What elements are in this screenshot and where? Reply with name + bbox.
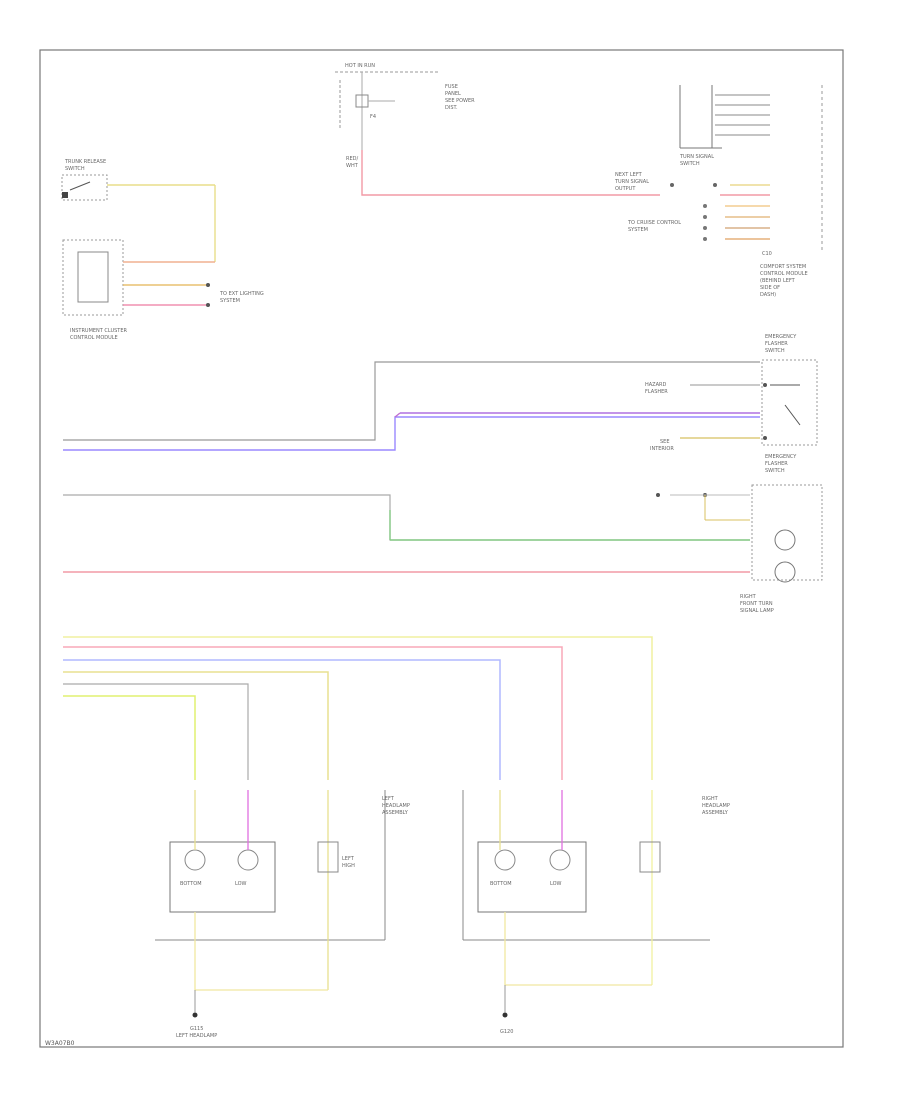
svg-text:INSTRUMENT CLUSTER: INSTRUMENT CLUSTER — [70, 328, 128, 334]
svg-text:INTERIOR: INTERIOR — [650, 446, 674, 452]
svg-text:FUSE: FUSE — [445, 84, 458, 90]
wire-red-fuse — [361, 150, 660, 196]
svg-text:SWITCH: SWITCH — [765, 468, 785, 474]
front-right-turn-lamp: RIGHT FRONT TURN SIGNAL LAMP — [63, 484, 823, 614]
svg-text:BOTTOM: BOTTOM — [180, 881, 202, 887]
turn-signal-switch: TURN SIGNAL SWITCH NEXT LEFT TURN SIGNAL… — [614, 85, 823, 298]
svg-text:LEFT: LEFT — [342, 856, 355, 862]
svg-text:OUTPUT: OUTPUT — [615, 186, 636, 192]
svg-text:ASSEMBLY: ASSEMBLY — [702, 810, 729, 816]
svg-text:SIDE OF: SIDE OF — [760, 285, 780, 291]
svg-text:DASH): DASH) — [760, 292, 776, 298]
svg-text:SYSTEM: SYSTEM — [628, 227, 648, 233]
svg-text:RIGHT: RIGHT — [702, 796, 719, 802]
svg-text:RIGHT: RIGHT — [740, 594, 757, 600]
right-headlamp-assembly: RIGHT HEADLAMP ASSEMBLY BOTTOM LOW G120 — [462, 790, 730, 1035]
svg-text:FLASHER: FLASHER — [765, 341, 788, 347]
svg-text:LEFT: LEFT — [382, 796, 395, 802]
instrument-cluster: TO EXT LIGHTING SYSTEM INSTRUMENT CLUSTE… — [62, 239, 264, 341]
svg-text:TO CRUISE CONTROL: TO CRUISE CONTROL — [627, 220, 681, 226]
svg-text:TURN SIGNAL: TURN SIGNAL — [614, 179, 649, 185]
svg-text:G115: G115 — [190, 1026, 203, 1032]
svg-text:SIGNAL LAMP: SIGNAL LAMP — [740, 608, 774, 614]
hazard-switch: HAZARD FLASHER SEE INTERIOR EMERGENCY FL… — [63, 334, 818, 474]
svg-text:LEFT HEADLAMP: LEFT HEADLAMP — [176, 1033, 217, 1039]
svg-text:HEADLAMP: HEADLAMP — [702, 803, 730, 809]
diagram-frame — [39, 49, 844, 1048]
svg-text:CONTROL MODULE: CONTROL MODULE — [70, 335, 118, 341]
svg-text:(BEHIND LEFT: (BEHIND LEFT — [760, 278, 796, 284]
svg-text:FLASHER: FLASHER — [645, 389, 668, 395]
svg-text:SWITCH: SWITCH — [65, 166, 85, 172]
left-headlamp-assembly: LEFT HEADLAMP ASSEMBLY BOTTOM LOW LEFT H… — [155, 790, 410, 1039]
svg-text:F4: F4 — [370, 114, 376, 120]
svg-text:PANEL: PANEL — [445, 91, 461, 97]
svg-text:C10: C10 — [762, 251, 772, 257]
svg-text:LOW: LOW — [550, 881, 562, 887]
svg-text:TO EXT LIGHTING: TO EXT LIGHTING — [219, 291, 264, 297]
svg-text:COMFORT SYSTEM: COMFORT SYSTEM — [760, 264, 806, 270]
svg-text:HAZARD: HAZARD — [645, 382, 667, 388]
svg-text:SYSTEM: SYSTEM — [220, 298, 240, 304]
svg-text:LOW: LOW — [235, 881, 247, 887]
svg-text:HOT IN RUN: HOT IN RUN — [345, 63, 375, 69]
svg-text:TRUNK RELEASE: TRUNK RELEASE — [64, 159, 106, 165]
svg-text:FLASHER: FLASHER — [765, 461, 788, 467]
fuse-panel: HOT IN RUN FUSE PANEL SEE POWER DIST. F4… — [335, 63, 475, 190]
svg-text:HEADLAMP: HEADLAMP — [382, 803, 410, 809]
svg-text:NEXT LEFT: NEXT LEFT — [615, 172, 643, 178]
svg-text:ASSEMBLY: ASSEMBLY — [382, 810, 409, 816]
svg-text:EMERGENCY: EMERGENCY — [765, 334, 797, 340]
svg-text:RED/: RED/ — [346, 156, 358, 162]
svg-text:SEE: SEE — [660, 439, 670, 445]
svg-text:SWITCH: SWITCH — [765, 348, 785, 354]
svg-text:EMERGENCY: EMERGENCY — [765, 454, 797, 460]
svg-text:SWITCH: SWITCH — [680, 161, 700, 167]
svg-text:WHT: WHT — [346, 163, 359, 169]
footer-code: W3A07B0 — [45, 1040, 75, 1047]
svg-text:TURN SIGNAL: TURN SIGNAL — [679, 154, 714, 160]
svg-text:SEE POWER: SEE POWER — [445, 98, 475, 104]
svg-text:G120: G120 — [500, 1029, 513, 1035]
svg-text:CONTROL MODULE: CONTROL MODULE — [760, 271, 808, 277]
trunk-release-switch: TRUNK RELEASE SWITCH — [61, 159, 216, 262]
lower-bundle — [63, 636, 653, 780]
svg-text:FRONT TURN: FRONT TURN — [740, 601, 773, 607]
svg-text:BOTTOM: BOTTOM — [490, 881, 512, 887]
svg-text:HIGH: HIGH — [342, 863, 355, 869]
svg-text:DIST.: DIST. — [445, 105, 458, 111]
